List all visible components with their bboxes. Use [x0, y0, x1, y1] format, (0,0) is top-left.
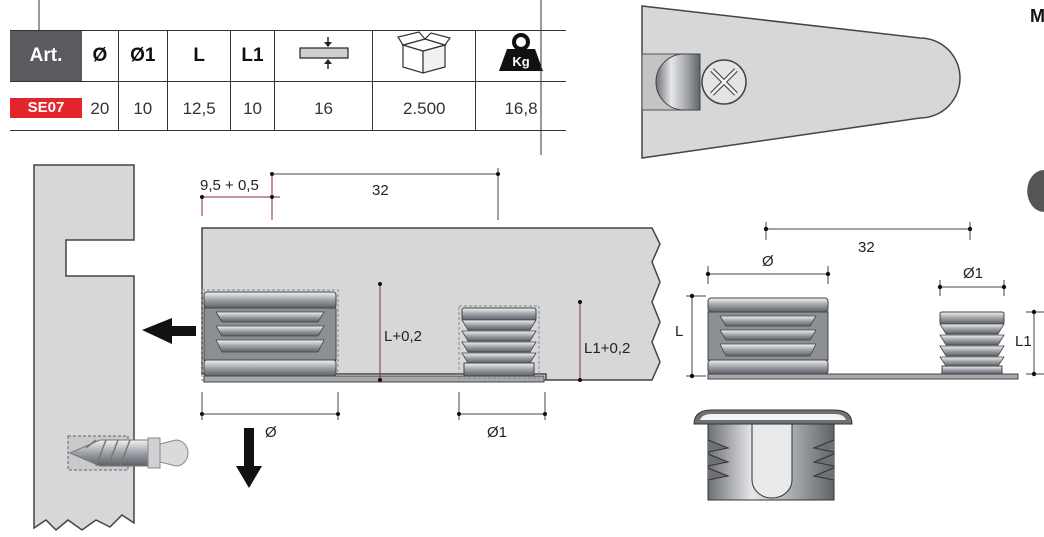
cell-l: 12,5	[166, 81, 231, 131]
side-dim-height-small-label: L1	[1015, 333, 1032, 350]
dim-depth-small-label: L1+0,2	[584, 340, 630, 357]
dim-diameter-small-label: Ø1	[487, 424, 507, 441]
large-insert	[201, 289, 545, 383]
spec-table: Art. Ø Ø1 L L1	[10, 30, 566, 131]
col-thickness-header	[273, 30, 373, 82]
cell-weight: 16,8	[475, 81, 566, 131]
side-dim-spacing-label: 32	[858, 239, 875, 256]
panel-thickness-icon	[298, 37, 349, 69]
small-insert	[458, 305, 540, 379]
cell-l1: 10	[230, 81, 275, 131]
dimension-lines	[201, 168, 581, 420]
top-view-part	[641, 5, 961, 159]
kg-weight-icon: Kg	[499, 33, 543, 71]
side-dim-diameter-small-label: Ø1	[963, 265, 983, 282]
col-diameter-header: Ø	[82, 30, 119, 82]
cell-diameter1: 10	[117, 81, 168, 131]
dim-spacing-label: 32	[372, 182, 389, 199]
col-box-header	[372, 30, 476, 82]
corner-letter: M	[1030, 6, 1044, 26]
cell-box-quantity: 2.500	[372, 81, 476, 131]
side-view-drawing	[707, 297, 1019, 380]
table-row: SE07 20 10 12,5 10 16 2.500 16,8	[10, 81, 566, 131]
col-weight-header: Kg	[475, 30, 566, 82]
side-dim-diameter-large-label: Ø	[762, 253, 774, 270]
down-arrow-icon	[236, 428, 262, 488]
table-header-row: Art. Ø Ø1 L L1	[10, 30, 566, 82]
left-arrow-icon	[142, 318, 196, 344]
box-icon	[397, 31, 452, 74]
cell-thickness: 16	[273, 81, 373, 131]
side-dim-height-large-label: L	[675, 323, 683, 340]
col-diameter1-header: Ø1	[117, 30, 168, 82]
col-art-header: Art.	[10, 30, 82, 82]
article-code-badge: SE07	[10, 98, 82, 118]
col-l-header: L	[166, 30, 231, 82]
dim-diameter-large-label: Ø	[265, 424, 277, 441]
side-panel	[33, 164, 189, 532]
kg-weight-icon-label: Kg	[512, 54, 529, 69]
article-code-cell: SE07	[10, 81, 82, 131]
col-l1-header: L1	[230, 30, 275, 82]
cell-diameter: 20	[82, 81, 119, 131]
dim-offset-label: 9,5 + 0,5	[200, 177, 259, 194]
insert-cross-section	[693, 409, 853, 501]
dim-depth-large-label: L+0,2	[384, 328, 422, 345]
